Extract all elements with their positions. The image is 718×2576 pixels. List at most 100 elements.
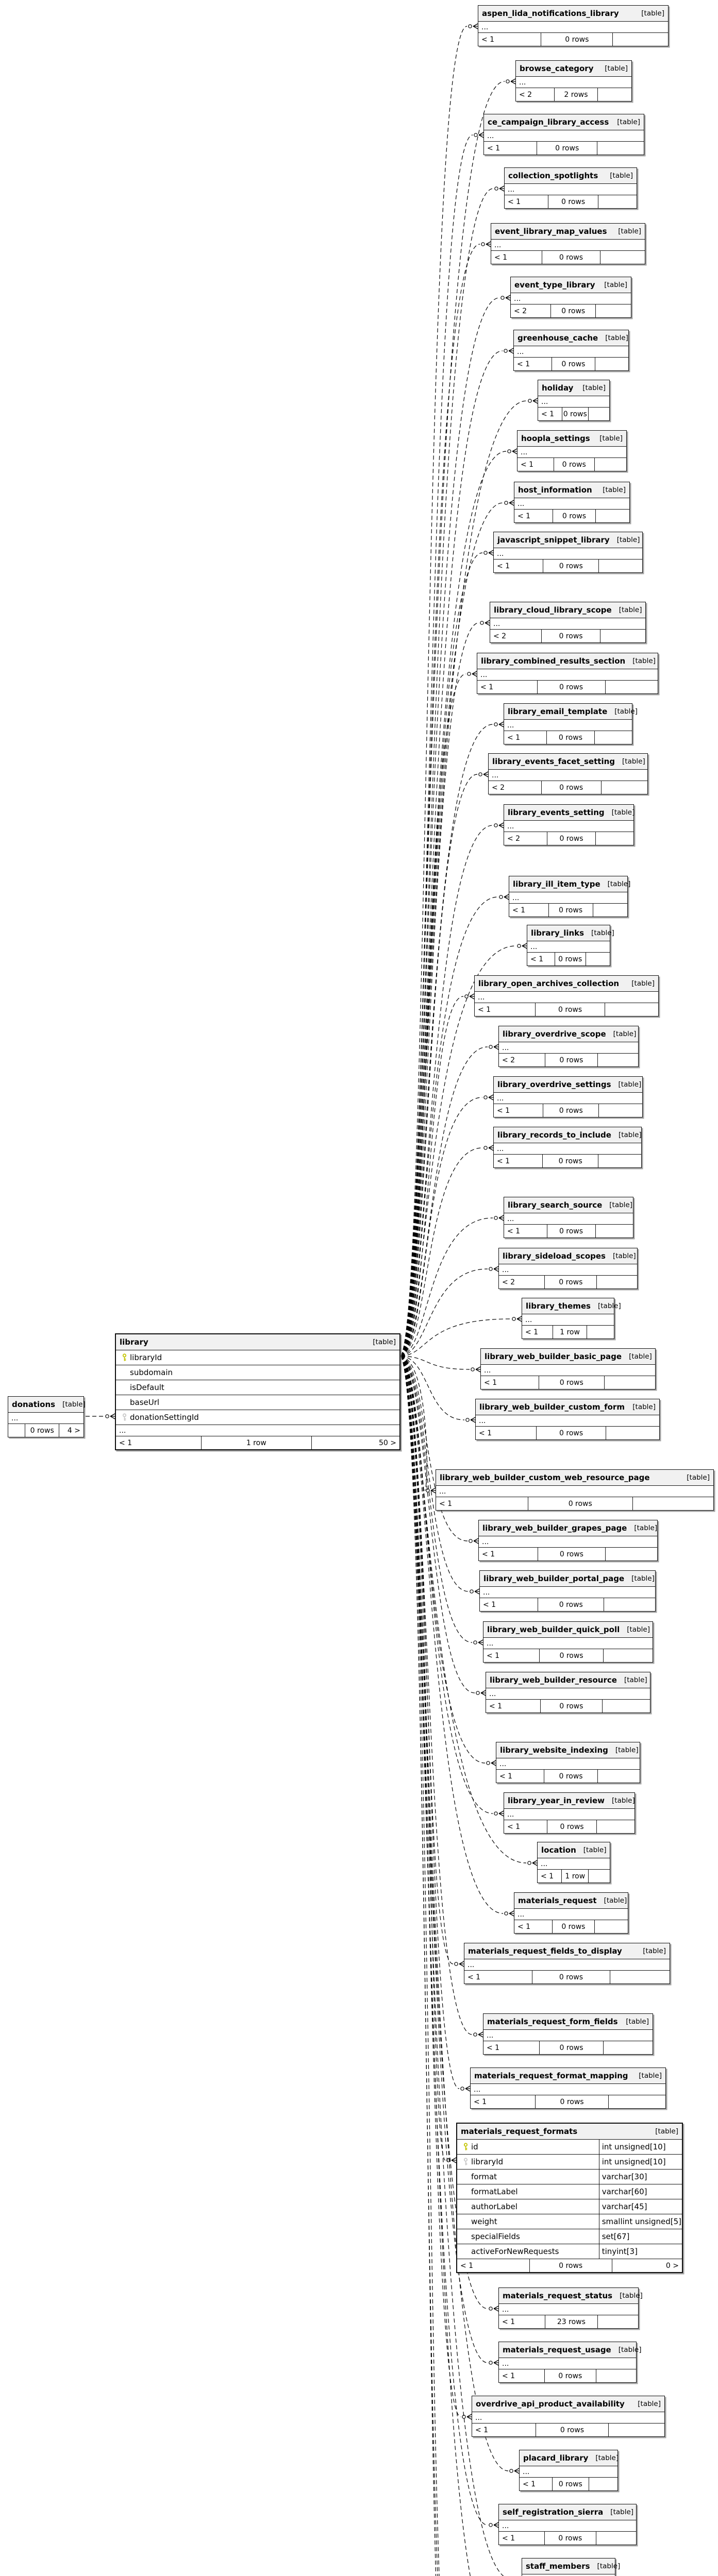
column-cell: format	[457, 2170, 599, 2184]
table-library_web_builder_custom_form[interactable]: library_web_builder_custom_form[table]..…	[475, 1399, 660, 1440]
table-tag: [table]	[611, 808, 635, 817]
relationship-line	[400, 1355, 460, 2089]
table-header: javascript_snippet_library[table]	[494, 532, 642, 548]
degree-left: < 1	[487, 144, 500, 152]
table-staff_members[interactable]: staff_members[table]...< 10 rows	[522, 2558, 620, 2576]
column-cell: authorLabel	[457, 2199, 599, 2214]
columns-ellipsis: ...	[479, 1536, 657, 1547]
table-library_web_builder_portal_page[interactable]: library_web_builder_portal_page[table]..…	[479, 1570, 656, 1612]
column-cell: libraryId	[116, 1350, 399, 1365]
degree-right	[633, 1497, 713, 1510]
columns-ellipsis: ...	[522, 1314, 614, 1325]
row-count: 0 rows	[543, 1770, 598, 1783]
column-type: varchar[30]	[598, 2170, 682, 2184]
table-overdrive_api_product_availability[interactable]: overdrive_api_product_availability[table…	[472, 2396, 665, 2437]
table-library_events_facet_setting[interactable]: library_events_facet_setting[table]...< …	[488, 753, 648, 794]
table-tag: [table]	[62, 1400, 86, 1409]
table-header: library_themes[table]	[522, 1298, 621, 1314]
relationship-line	[400, 188, 494, 1357]
row-count: 0 rows	[527, 1497, 633, 1510]
table-tag: [table]	[599, 434, 623, 443]
column-name: libraryId	[130, 1353, 162, 1362]
table-tag: [table]	[639, 2072, 662, 2080]
table-materials_request_fields_to_display[interactable]: materials_request_fields_to_display[tabl…	[464, 1943, 670, 1984]
row-count: 23 rows	[545, 2315, 598, 2328]
columns-ellipsis: ...	[520, 2466, 617, 2477]
relationship-connector	[400, 1355, 471, 2092]
relationship-connector	[400, 1214, 505, 1357]
table-library_cloud_library_scope[interactable]: library_cloud_library_scope[table]...< 2…	[490, 602, 646, 643]
table-library_web_builder_custom_web_resource_page[interactable]: library_web_builder_custom_web_resource_…	[436, 1469, 714, 1511]
columns-ellipsis: ...	[499, 2358, 636, 2369]
degree-left: < 1	[502, 2534, 515, 2543]
degree-left: < 1	[489, 1702, 503, 1710]
table-library_web_builder_resource[interactable]: library_web_builder_resource[table]...< …	[486, 1672, 650, 1713]
degree-left: < 1	[479, 1429, 492, 1437]
table-aspen_lida_notifications_library[interactable]: aspen_lida_notifications_library[table].…	[478, 5, 669, 46]
column-cell: libraryId	[457, 2155, 599, 2169]
table-header: library_overdrive_settings[table]	[494, 1077, 642, 1092]
table-library_combined_results_section[interactable]: library_combined_results_section[table].…	[477, 653, 658, 694]
table-name: materials_request_fields_to_display	[468, 1946, 622, 1956]
relationship-line	[400, 673, 466, 1357]
table-library_web_builder_quick_poll[interactable]: library_web_builder_quick_poll[table]...…	[483, 1621, 653, 1663]
zero-circle	[489, 2523, 493, 2527]
table-library_web_builder_basic_page[interactable]: library_web_builder_basic_page[table]...…	[480, 1348, 656, 1389]
table-name: library_web_builder_custom_form	[479, 1402, 625, 1412]
table-tag: [table]	[610, 172, 633, 180]
table-materials_request_format_mapping[interactable]: materials_request_format_mapping[table].…	[470, 2067, 666, 2109]
relationship-connector	[400, 294, 511, 1357]
table-library_web_builder_grapes_page[interactable]: library_web_builder_grapes_page[table]..…	[478, 1520, 658, 1561]
columns-ellipsis: ...	[483, 2029, 653, 2041]
row-count: 0 rows	[548, 904, 593, 917]
zero-circle	[494, 1811, 498, 1816]
table-materials_request_form_fields[interactable]: materials_request_form_fields[table]...<…	[483, 2013, 653, 2055]
table-library_open_archives_collection[interactable]: library_open_archives_collection[table].…	[474, 975, 659, 1016]
table-name: library_email_template	[508, 707, 608, 716]
relationship-line	[400, 552, 483, 1357]
table-header: library_events_setting[table]	[504, 805, 635, 820]
row-count: 0 rows	[546, 832, 596, 845]
table-header: hoopla_settings[table]	[517, 431, 626, 446]
relationship-connector	[400, 1355, 438, 2576]
table-tag: [table]	[582, 384, 606, 392]
relationship-line	[400, 1355, 438, 2576]
column-row: donationSettingId	[116, 1410, 399, 1425]
table-name: materials_request_form_fields	[487, 2017, 618, 2026]
